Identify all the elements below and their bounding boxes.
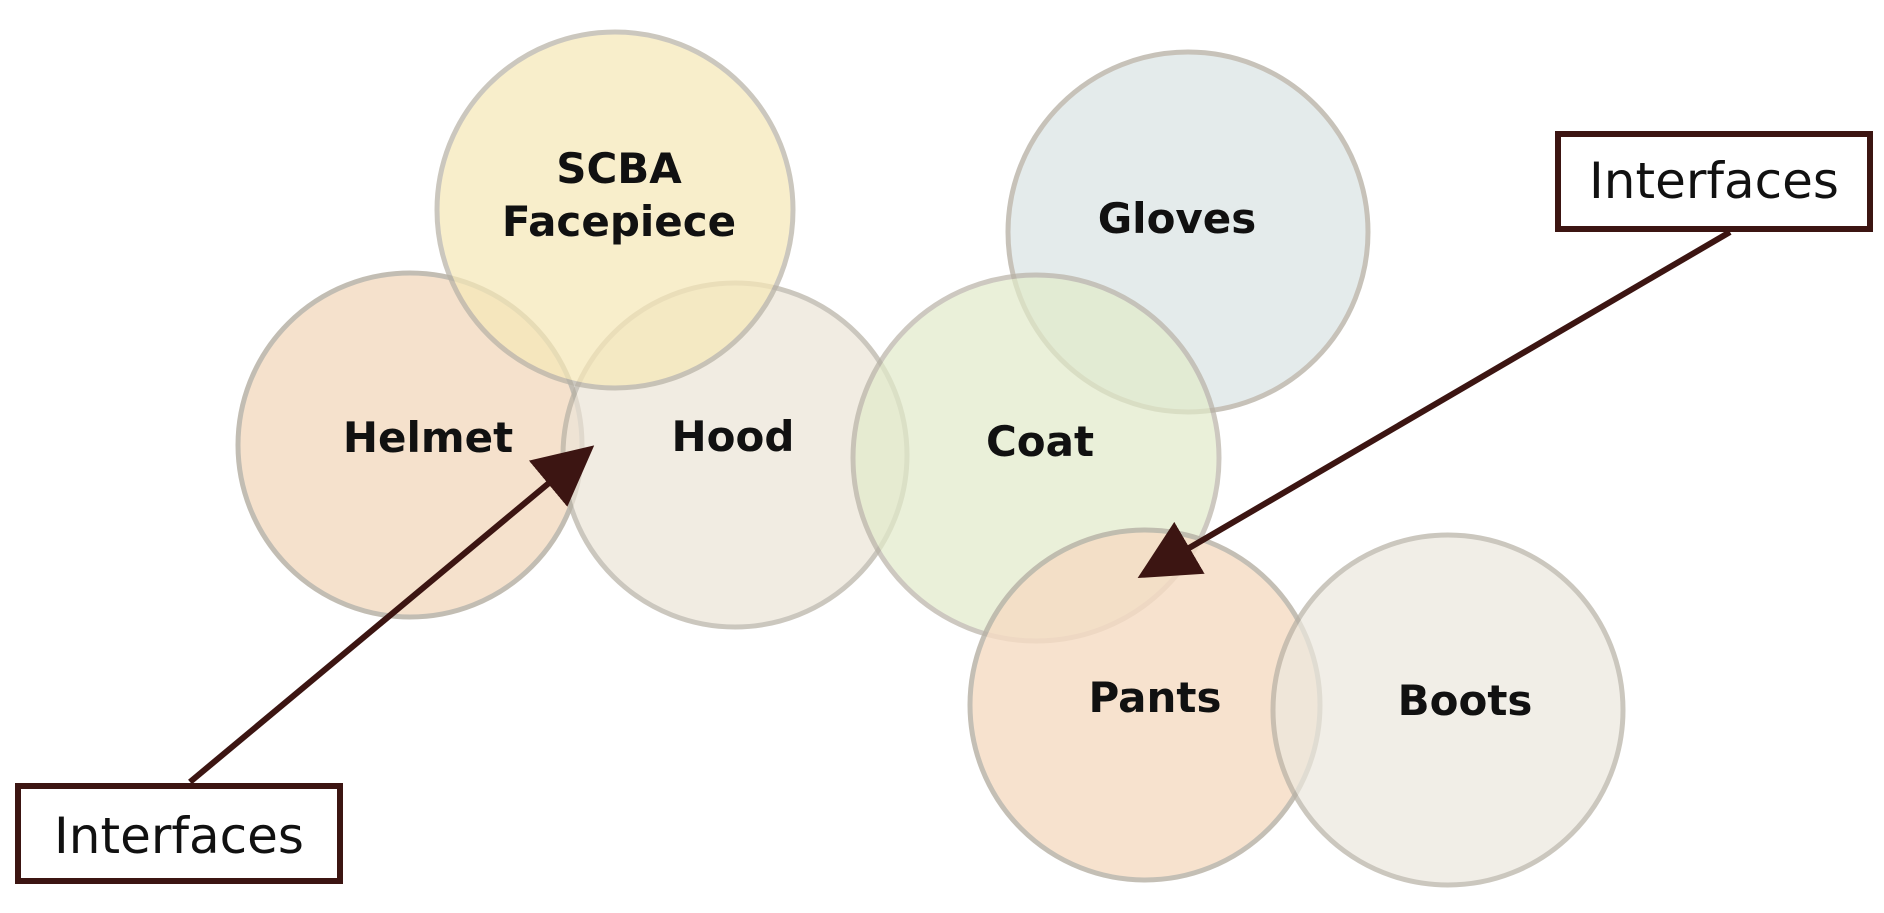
- node-label-gloves: Gloves: [1098, 194, 1257, 243]
- node-label-scba-line1: SCBA: [556, 144, 682, 193]
- scba-facepiece-circle: [434, 29, 796, 391]
- callout-arrow-bottom-left: [188, 445, 595, 785]
- callout-box-bottom-left: Interfaces: [15, 783, 343, 884]
- callout-frame-top-right: [1555, 131, 1873, 232]
- node-label-boots: Boots: [1398, 676, 1533, 725]
- node-label-helmet: Helmet: [343, 413, 513, 462]
- circle-scba: [434, 29, 796, 391]
- circle-boots: [1270, 532, 1626, 888]
- boots-circle: [1270, 532, 1626, 888]
- node-label-hood: Hood: [672, 412, 795, 461]
- callout-label-top-right: Interfaces: [1589, 152, 1839, 210]
- node-label-pants: Pants: [1089, 673, 1222, 722]
- callout-frame-bottom-left: [15, 783, 343, 884]
- callout-arrow-top-right: [1137, 229, 1732, 579]
- node-label-coat: Coat: [986, 417, 1094, 466]
- callout-label-bottom-left: Interfaces: [54, 807, 304, 865]
- node-label-scba-line2: Facepiece: [502, 197, 736, 246]
- callout-box-top-right: Interfaces: [1555, 131, 1873, 232]
